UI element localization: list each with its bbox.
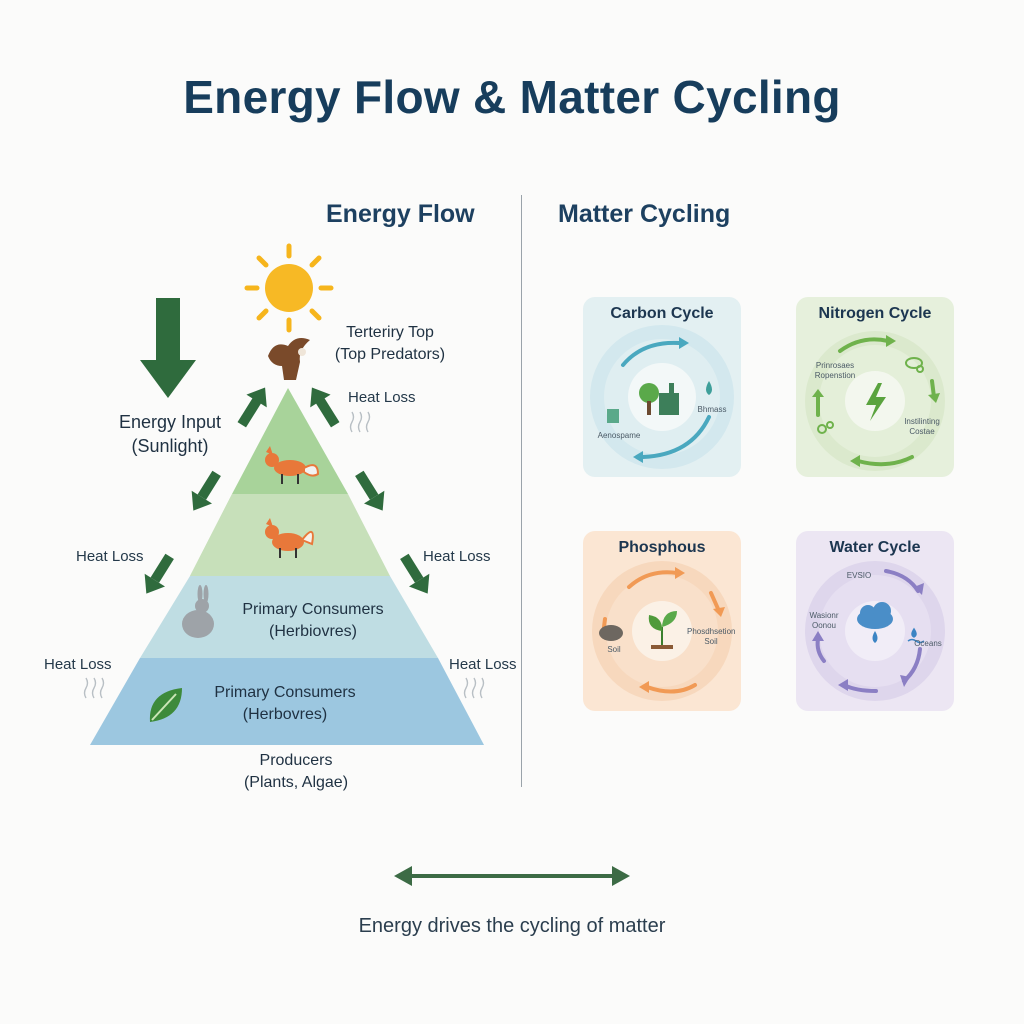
cycle-arrows-icon bbox=[621, 340, 711, 459]
cycle-label: Aenospame bbox=[597, 431, 641, 440]
nitrogen-cycle-diagram bbox=[805, 331, 945, 471]
heat-loss-label: Heat Loss bbox=[423, 548, 491, 565]
matter-cycling-heading: Matter Cycling bbox=[558, 200, 731, 228]
factory-icon bbox=[659, 383, 679, 415]
sun-icon bbox=[244, 243, 334, 333]
energy-pyramid-diagram bbox=[83, 243, 485, 745]
pyramid-level-producers bbox=[90, 658, 484, 745]
producers-subtitle: (Plants, Algae) bbox=[243, 774, 349, 791]
ocean-wave-icon bbox=[907, 627, 925, 644]
phosphorus-cycle-card: Phosphous Soil Phosdhsetion Soil bbox=[583, 531, 741, 711]
cycle-label: Bhmass bbox=[697, 405, 727, 414]
water-cycle-card: Water Cycle EVSIO Wasionr Oonou Oceans bbox=[796, 531, 954, 711]
tree-icon bbox=[639, 383, 659, 415]
plant-icon bbox=[648, 611, 677, 649]
level-name: Primary Consumers bbox=[242, 601, 384, 618]
primary-consumers-label: Primary Consumers (Herbovres) bbox=[192, 682, 378, 726]
heat-loss-label: Heat Loss bbox=[44, 656, 112, 673]
energy-input-title: Energy Input bbox=[118, 412, 222, 432]
phosphorus-cycle-diagram bbox=[592, 561, 732, 701]
page-title: Energy Flow & Matter Cycling bbox=[183, 71, 841, 123]
bacteria-icon bbox=[817, 357, 924, 434]
level-subtitle: (Herbovres) bbox=[242, 706, 328, 723]
level-name: Primary Consumers bbox=[214, 684, 356, 701]
pyramid-level-primary bbox=[140, 576, 438, 658]
double-arrow-icon bbox=[394, 866, 630, 886]
footer-caption: Energy drives the cycling of matter bbox=[358, 915, 666, 937]
primary-consumers-label: Primary Consumers (Herbiovres) bbox=[220, 599, 406, 643]
energy-input-label: Energy Input (Sunlight) bbox=[104, 410, 236, 458]
cycle-label: Soil bbox=[607, 645, 621, 654]
section-divider bbox=[521, 195, 522, 787]
fox-icon bbox=[265, 446, 320, 484]
top-level-title: Terteriry Top bbox=[346, 324, 434, 341]
card-title: Phosphous bbox=[618, 539, 706, 556]
carbon-cycle-card: Carbon Cycle Aenospame Bhmass bbox=[583, 297, 741, 477]
top-level-subtitle: (Top Predators) bbox=[334, 346, 446, 363]
atmosphere-icon bbox=[607, 409, 619, 423]
card-title: Water Cycle bbox=[829, 539, 921, 556]
pyramid-level-tertiary bbox=[232, 388, 348, 494]
producers-label: Producers (Plants, Algae) bbox=[216, 750, 376, 794]
cycle-label: Wasionr Oonou bbox=[809, 611, 839, 630]
cycle-label: Phosdhsetion Soil bbox=[687, 627, 736, 646]
carbon-cycle-diagram bbox=[590, 325, 734, 469]
heat-wave-icon bbox=[83, 411, 485, 699]
fox-icon bbox=[265, 518, 314, 558]
cycle-label: Oceans bbox=[914, 639, 942, 648]
card-title: Nitrogen Cycle bbox=[818, 305, 932, 322]
energy-flow-arrows bbox=[144, 387, 430, 594]
rock-icon bbox=[599, 625, 623, 641]
heat-loss-label: Heat Loss bbox=[76, 548, 144, 565]
water-cycle-diagram bbox=[805, 561, 945, 701]
cycle-label: Prinrosaes Ropenstion bbox=[814, 361, 856, 380]
water-drop-icon bbox=[706, 381, 712, 395]
cycle-label: EVSIO bbox=[846, 571, 872, 580]
nitrogen-cycle-card: Nitrogen Cycle Prinrosaes Ropenstion Ins… bbox=[796, 297, 954, 477]
leaf-icon bbox=[149, 688, 182, 722]
energy-input-subtitle: (Sunlight) bbox=[131, 436, 209, 456]
rain-cloud-icon bbox=[857, 602, 893, 643]
heat-loss-label: Heat Loss bbox=[348, 389, 416, 406]
rabbit-icon bbox=[182, 585, 214, 638]
level-subtitle: (Herbiovres) bbox=[268, 623, 357, 640]
energy-flow-heading: Energy Flow bbox=[326, 200, 475, 228]
cycle-arrows-icon bbox=[816, 337, 936, 467]
lightning-icon bbox=[866, 383, 886, 421]
producers-title: Producers bbox=[259, 752, 333, 769]
top-level-label: Terteriry Top (Top Predators) bbox=[330, 322, 450, 366]
heat-loss-label: Heat Loss bbox=[449, 656, 517, 673]
card-title: Carbon Cycle bbox=[610, 305, 714, 322]
eagle-icon bbox=[268, 338, 310, 380]
cycle-label: Instilinting Costae bbox=[904, 417, 940, 436]
energy-input-arrow-icon bbox=[140, 298, 196, 398]
